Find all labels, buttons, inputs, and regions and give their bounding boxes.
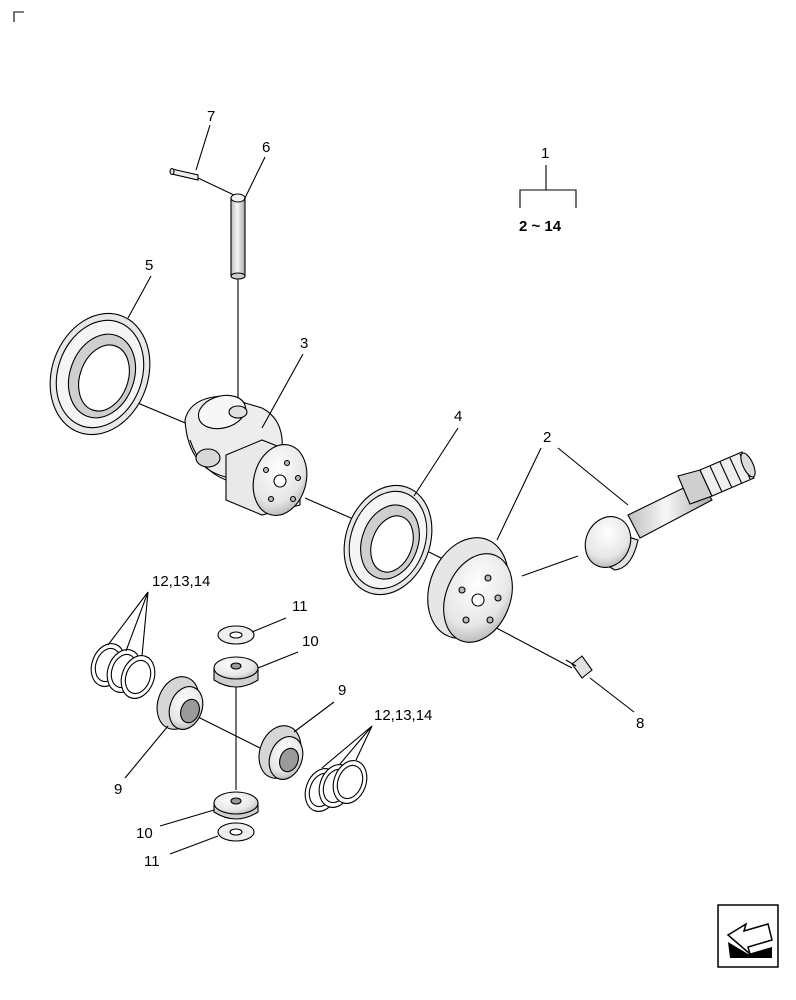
range-label: 2 ~ 14: [519, 218, 562, 235]
callout-2: 2: [543, 429, 551, 446]
callout-11-bottom: 11: [144, 853, 160, 870]
callout-7: 7: [207, 108, 215, 125]
part-11-washer-top: [217, 625, 255, 645]
callout-10-top: 10: [302, 633, 319, 650]
spider-axis-lines: [187, 676, 269, 790]
part-6-shaft-pin: [230, 193, 246, 408]
corner-bracket-icon: [13, 11, 24, 22]
callout-11-top: 11: [292, 598, 308, 615]
callout-4: 4: [454, 408, 462, 425]
callout-5: 5: [145, 257, 153, 274]
callout-9-left: 9: [114, 781, 122, 798]
part-5-bearing: [49, 312, 151, 436]
callout-12-13-14-left: 12,13,14: [152, 573, 210, 590]
callout-10-bottom: 10: [136, 825, 153, 842]
next-page-arrow-icon[interactable]: [717, 904, 779, 968]
part-9-bushing-left: [156, 676, 204, 730]
callout-8: 8: [636, 715, 644, 732]
assembly-range-bracket: 1 2 ~ 14: [519, 145, 577, 235]
callout-9-right: 9: [338, 682, 346, 699]
assembly-axis-line: [94, 384, 579, 669]
part-10-cap-top: [213, 656, 259, 688]
callout-3: 3: [300, 335, 308, 352]
callout-6: 6: [262, 139, 270, 156]
part-12-14-shims-right: [304, 760, 368, 812]
part-7-pin: [169, 167, 237, 197]
part-10-cap-bottom: [213, 791, 259, 820]
part-9-bushing-right: [258, 725, 304, 780]
callout-12-13-14-right: 12,13,14: [374, 707, 432, 724]
callout-1: 1: [541, 145, 549, 162]
part-2-splined-shaft: [584, 451, 756, 571]
part-12-14-shims-left: [90, 643, 156, 699]
part-4-bearing: [343, 484, 433, 596]
part-8-bolt: [565, 655, 593, 679]
part-11-washer-bottom: [217, 822, 255, 842]
part-2-flange: [427, 537, 513, 643]
part-3-cross-housing: [184, 394, 308, 516]
